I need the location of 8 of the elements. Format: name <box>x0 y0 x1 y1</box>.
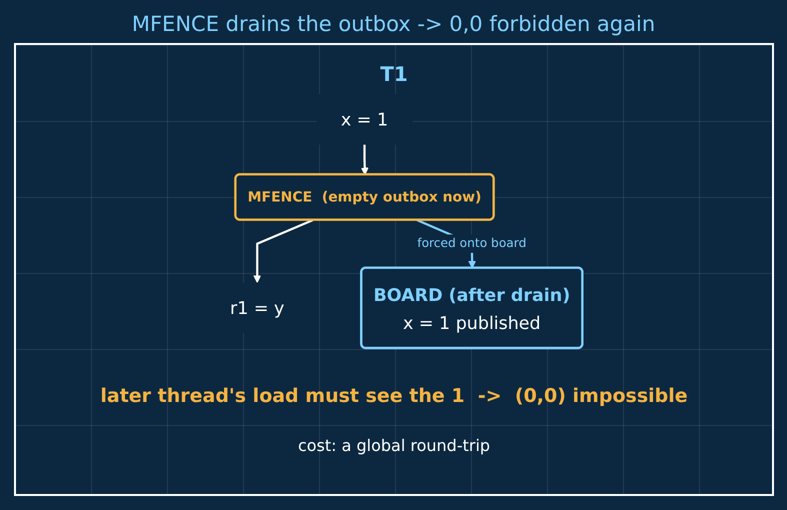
edge-label: forced onto board <box>417 236 526 250</box>
diagram-frame: T1 forced onto board x = 1 MFENCE (empty outbox now) r1 = y BOARD (after drain) x = 1 published later thread's load must see the 1 -> (0,0) impossible cost: a global round-trip <box>14 43 774 496</box>
cost-note: cost: a global round-trip <box>298 435 490 457</box>
arrow <box>253 219 314 283</box>
conclusion-note: later thread's load must see the 1 -> (0,0) impossible <box>100 384 688 409</box>
arrow <box>360 144 369 176</box>
diagram-title: MFENCE drains the outbox -> 0,0 forbidden again <box>132 11 656 38</box>
thread-label: T1 <box>380 61 408 87</box>
